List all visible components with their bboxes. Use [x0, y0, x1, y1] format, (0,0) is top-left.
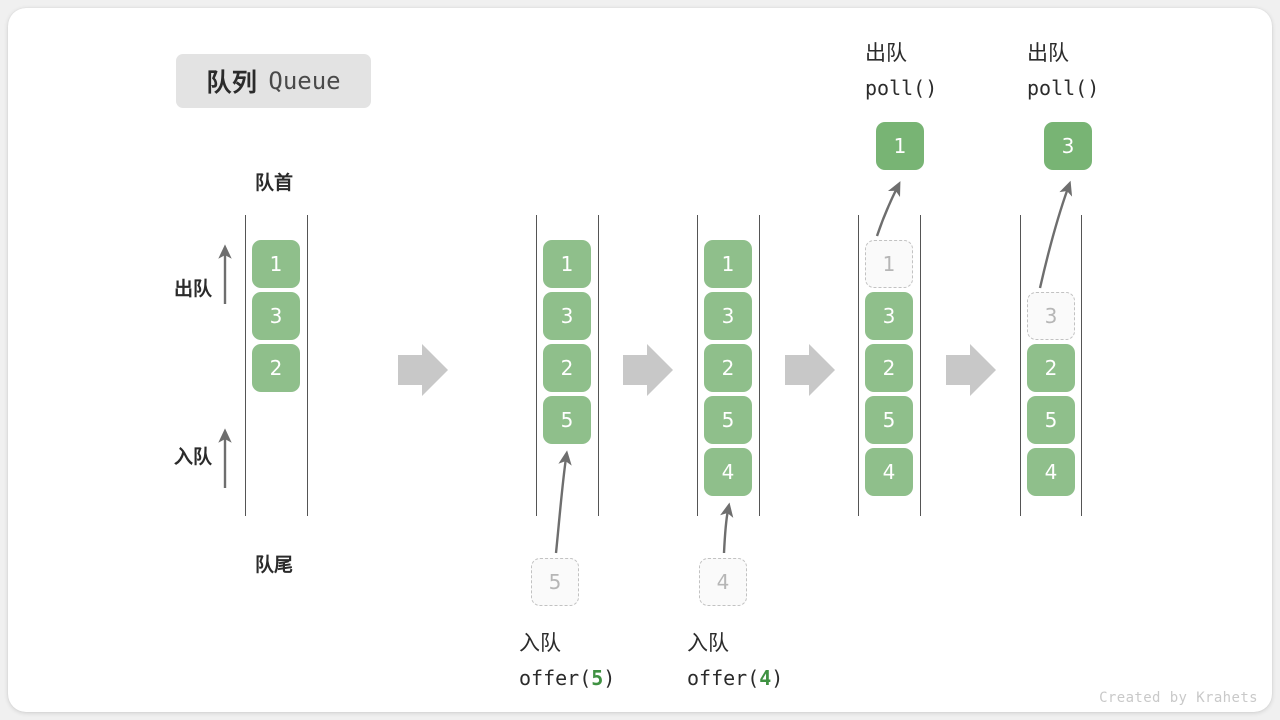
- queue-slot-removed: 1: [865, 240, 913, 288]
- caption-poll-1-code: poll(): [865, 76, 938, 100]
- queue-slot: 2: [252, 344, 300, 392]
- caption-offer-4-cn: 入队: [687, 632, 729, 655]
- transition-arrow-1: [398, 344, 448, 396]
- title-chinese: 队列: [206, 69, 258, 97]
- rail-right-panel-3: [759, 215, 760, 516]
- rail-left-panel-1: [245, 215, 246, 516]
- popped-value-box: 1: [876, 122, 924, 170]
- incoming-ghost-box: 4: [699, 558, 747, 606]
- queue-slot: 1: [704, 240, 752, 288]
- queue-slot: 4: [1027, 448, 1075, 496]
- enqueue-side-label: 入队: [173, 447, 212, 468]
- queue-slot: 1: [252, 240, 300, 288]
- transition-arrow-3: [785, 344, 835, 396]
- dequeue-side-label: 出队: [173, 279, 212, 300]
- transition-arrow-4: [946, 344, 996, 396]
- queue-slot: 5: [865, 396, 913, 444]
- rail-right-panel-1: [307, 215, 308, 516]
- insert-arrow-5: [554, 450, 572, 554]
- arrows-overlay: [218, 180, 1073, 554]
- popped-value-box: 3: [1044, 122, 1092, 170]
- insert-arrow-4: [720, 502, 734, 554]
- queue-slot: 5: [704, 396, 752, 444]
- queue-slot: 3: [252, 292, 300, 340]
- footer-credit: Created by Krahets: [1099, 690, 1258, 706]
- caption-offer-5: 入队 offer(5): [519, 626, 615, 696]
- queue-slot: 2: [1027, 344, 1075, 392]
- diagram-card: 队列 Queue 队首 队尾 出队 入队 1 3 2 1 3 2 5 5 入队 …: [8, 8, 1272, 712]
- rail-right-panel-5: [1081, 215, 1082, 516]
- rail-right-panel-2: [598, 215, 599, 516]
- rail-left-panel-2: [536, 215, 537, 516]
- caption-offer-5-cn: 入队: [519, 632, 561, 655]
- title-badge: 队列 Queue: [176, 54, 371, 108]
- rail-left-panel-3: [697, 215, 698, 516]
- caption-offer-4: 入队 offer(4): [687, 626, 783, 696]
- queue-slot: 2: [543, 344, 591, 392]
- pop-arrow-3: [1038, 180, 1073, 289]
- caption-poll-3: 出队 poll(): [1027, 36, 1099, 106]
- queue-head-label: 队首: [254, 173, 293, 194]
- transition-arrow-2: [623, 344, 673, 396]
- queue-slot-new: 4: [704, 448, 752, 496]
- caption-poll-1-cn: 出队: [865, 42, 907, 65]
- queue-slot: 2: [865, 344, 913, 392]
- rail-left-panel-4: [858, 215, 859, 516]
- incoming-ghost-box: 5: [531, 558, 579, 606]
- diagram-stage: 队列 Queue 队首 队尾 出队 入队 1 3 2 1 3 2 5 5 入队 …: [8, 8, 1272, 712]
- caption-poll-3-code: poll(): [1027, 76, 1100, 100]
- queue-tail-label: 队尾: [254, 555, 293, 576]
- caption-offer-4-code: offer(4): [687, 666, 784, 690]
- rail-left-panel-5: [1020, 215, 1021, 516]
- caption-offer-5-code: offer(5): [519, 666, 616, 690]
- rail-right-panel-4: [920, 215, 921, 516]
- title-english: Queue: [268, 67, 341, 95]
- queue-slot: 3: [865, 292, 913, 340]
- queue-slot: 1: [543, 240, 591, 288]
- queue-slot: 4: [865, 448, 913, 496]
- pop-arrow-1: [875, 181, 901, 237]
- caption-poll-3-cn: 出队: [1027, 42, 1069, 65]
- queue-slot-removed: 3: [1027, 292, 1075, 340]
- caption-poll-1: 出队 poll(): [865, 36, 937, 106]
- queue-slot: 2: [704, 344, 752, 392]
- queue-slot: 5: [1027, 396, 1075, 444]
- queue-slot: 3: [543, 292, 591, 340]
- queue-slot: 3: [704, 292, 752, 340]
- queue-slot-new: 5: [543, 396, 591, 444]
